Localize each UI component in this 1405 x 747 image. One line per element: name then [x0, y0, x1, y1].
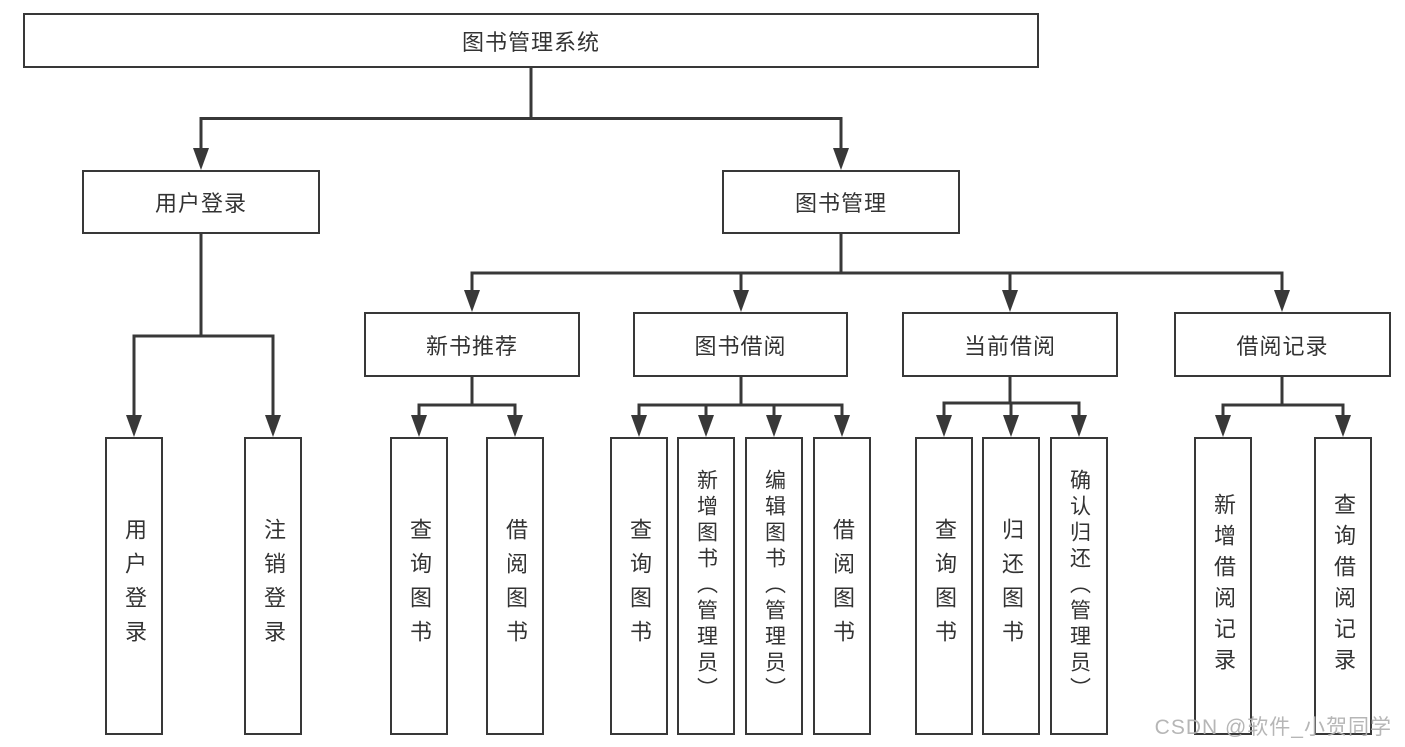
- node-label: 新书推荐: [425, 333, 518, 359]
- leaf-borrow-books: 借阅图书: [813, 437, 871, 735]
- leaf-confirm-return-admin: 确认归还（管理员）: [1050, 437, 1108, 735]
- leaf-query-books: 查询图书: [610, 437, 668, 735]
- arrow-down-icon: [265, 415, 281, 437]
- arrow-down-icon: [507, 415, 523, 437]
- node-label: 借阅图书: [830, 518, 855, 654]
- node-label: 查询图书: [932, 518, 957, 654]
- connector-borrow-to-leaves: [637, 377, 844, 419]
- leaf-query-books: 查询图书: [390, 437, 448, 735]
- arrow-down-icon: [1003, 415, 1019, 437]
- leaf-add-books-admin: 新增图书（管理员）: [677, 437, 735, 735]
- leaf-query-borrow-record: 查询借阅记录: [1314, 437, 1372, 735]
- node-label: 借阅图书: [503, 518, 528, 654]
- node-borrow-records: 借阅记录: [1174, 312, 1391, 377]
- arrowhead-icons: [126, 148, 1351, 437]
- node-label: 用户登录: [122, 518, 147, 654]
- arrow-down-icon: [1071, 415, 1087, 437]
- node-label: 归还图书: [999, 518, 1024, 654]
- connector-newbook-to-leaves: [417, 377, 517, 419]
- connector-current-to-leaves: [942, 377, 1081, 419]
- node-label: 编辑图书（管理员）: [762, 469, 786, 703]
- node-label: 查询图书: [627, 518, 652, 654]
- leaf-add-borrow-record: 新增借阅记录: [1194, 437, 1252, 735]
- node-book-management: 图书管理: [722, 170, 960, 234]
- node-label: 查询借阅记录: [1331, 493, 1356, 679]
- leaf-logout: 注销登录: [244, 437, 302, 735]
- connector-paths: [132, 68, 1345, 419]
- node-label: 用户登录: [154, 191, 247, 216]
- node-label: 注销登录: [261, 518, 286, 654]
- arrow-down-icon: [733, 290, 749, 312]
- arrow-down-icon: [631, 415, 647, 437]
- node-label: 确认归还（管理员）: [1067, 469, 1091, 703]
- node-label: 图书管理系统: [461, 29, 600, 55]
- node-label: 当前借阅: [963, 333, 1056, 359]
- arrow-down-icon: [193, 148, 209, 170]
- node-label: 借阅记录: [1236, 333, 1329, 359]
- arrow-down-icon: [834, 415, 850, 437]
- csdn-watermark: CSDN @软件_小贺同学: [1154, 716, 1392, 739]
- connector-records-to-leaves: [1221, 377, 1345, 419]
- node-library-management-system: 图书管理系统: [23, 13, 1039, 68]
- connector-userlogin-to-leaves: [132, 234, 275, 419]
- arrow-down-icon: [1215, 415, 1231, 437]
- node-label: 图书借阅: [694, 333, 787, 359]
- arrow-down-icon: [766, 415, 782, 437]
- leaf-query-books: 查询图书: [915, 437, 973, 735]
- arrow-down-icon: [936, 415, 952, 437]
- arrow-down-icon: [1335, 415, 1351, 437]
- arrow-down-icon: [833, 148, 849, 170]
- connector-root-to-level2: [199, 68, 843, 152]
- node-user-login: 用户登录: [82, 170, 320, 234]
- node-label: 图书管理: [794, 191, 887, 216]
- arrow-down-icon: [464, 290, 480, 312]
- node-current-borrowing: 当前借阅: [902, 312, 1118, 377]
- leaf-return-books: 归还图书: [982, 437, 1040, 735]
- node-new-book-recommend: 新书推荐: [364, 312, 580, 377]
- arrow-down-icon: [698, 415, 714, 437]
- arrow-down-icon: [126, 415, 142, 437]
- leaf-edit-books-admin: 编辑图书（管理员）: [745, 437, 803, 735]
- node-label: 新增图书（管理员）: [694, 469, 718, 703]
- connector-bookmgmt-to-level3: [470, 234, 1284, 294]
- leaf-borrow-books: 借阅图书: [486, 437, 544, 735]
- leaf-user-login: 用户登录: [105, 437, 163, 735]
- node-label: 查询图书: [407, 518, 432, 654]
- arrow-down-icon: [411, 415, 427, 437]
- arrow-down-icon: [1002, 290, 1018, 312]
- node-label: 新增借阅记录: [1211, 493, 1236, 679]
- node-book-borrowing: 图书借阅: [633, 312, 848, 377]
- arrow-down-icon: [1274, 290, 1290, 312]
